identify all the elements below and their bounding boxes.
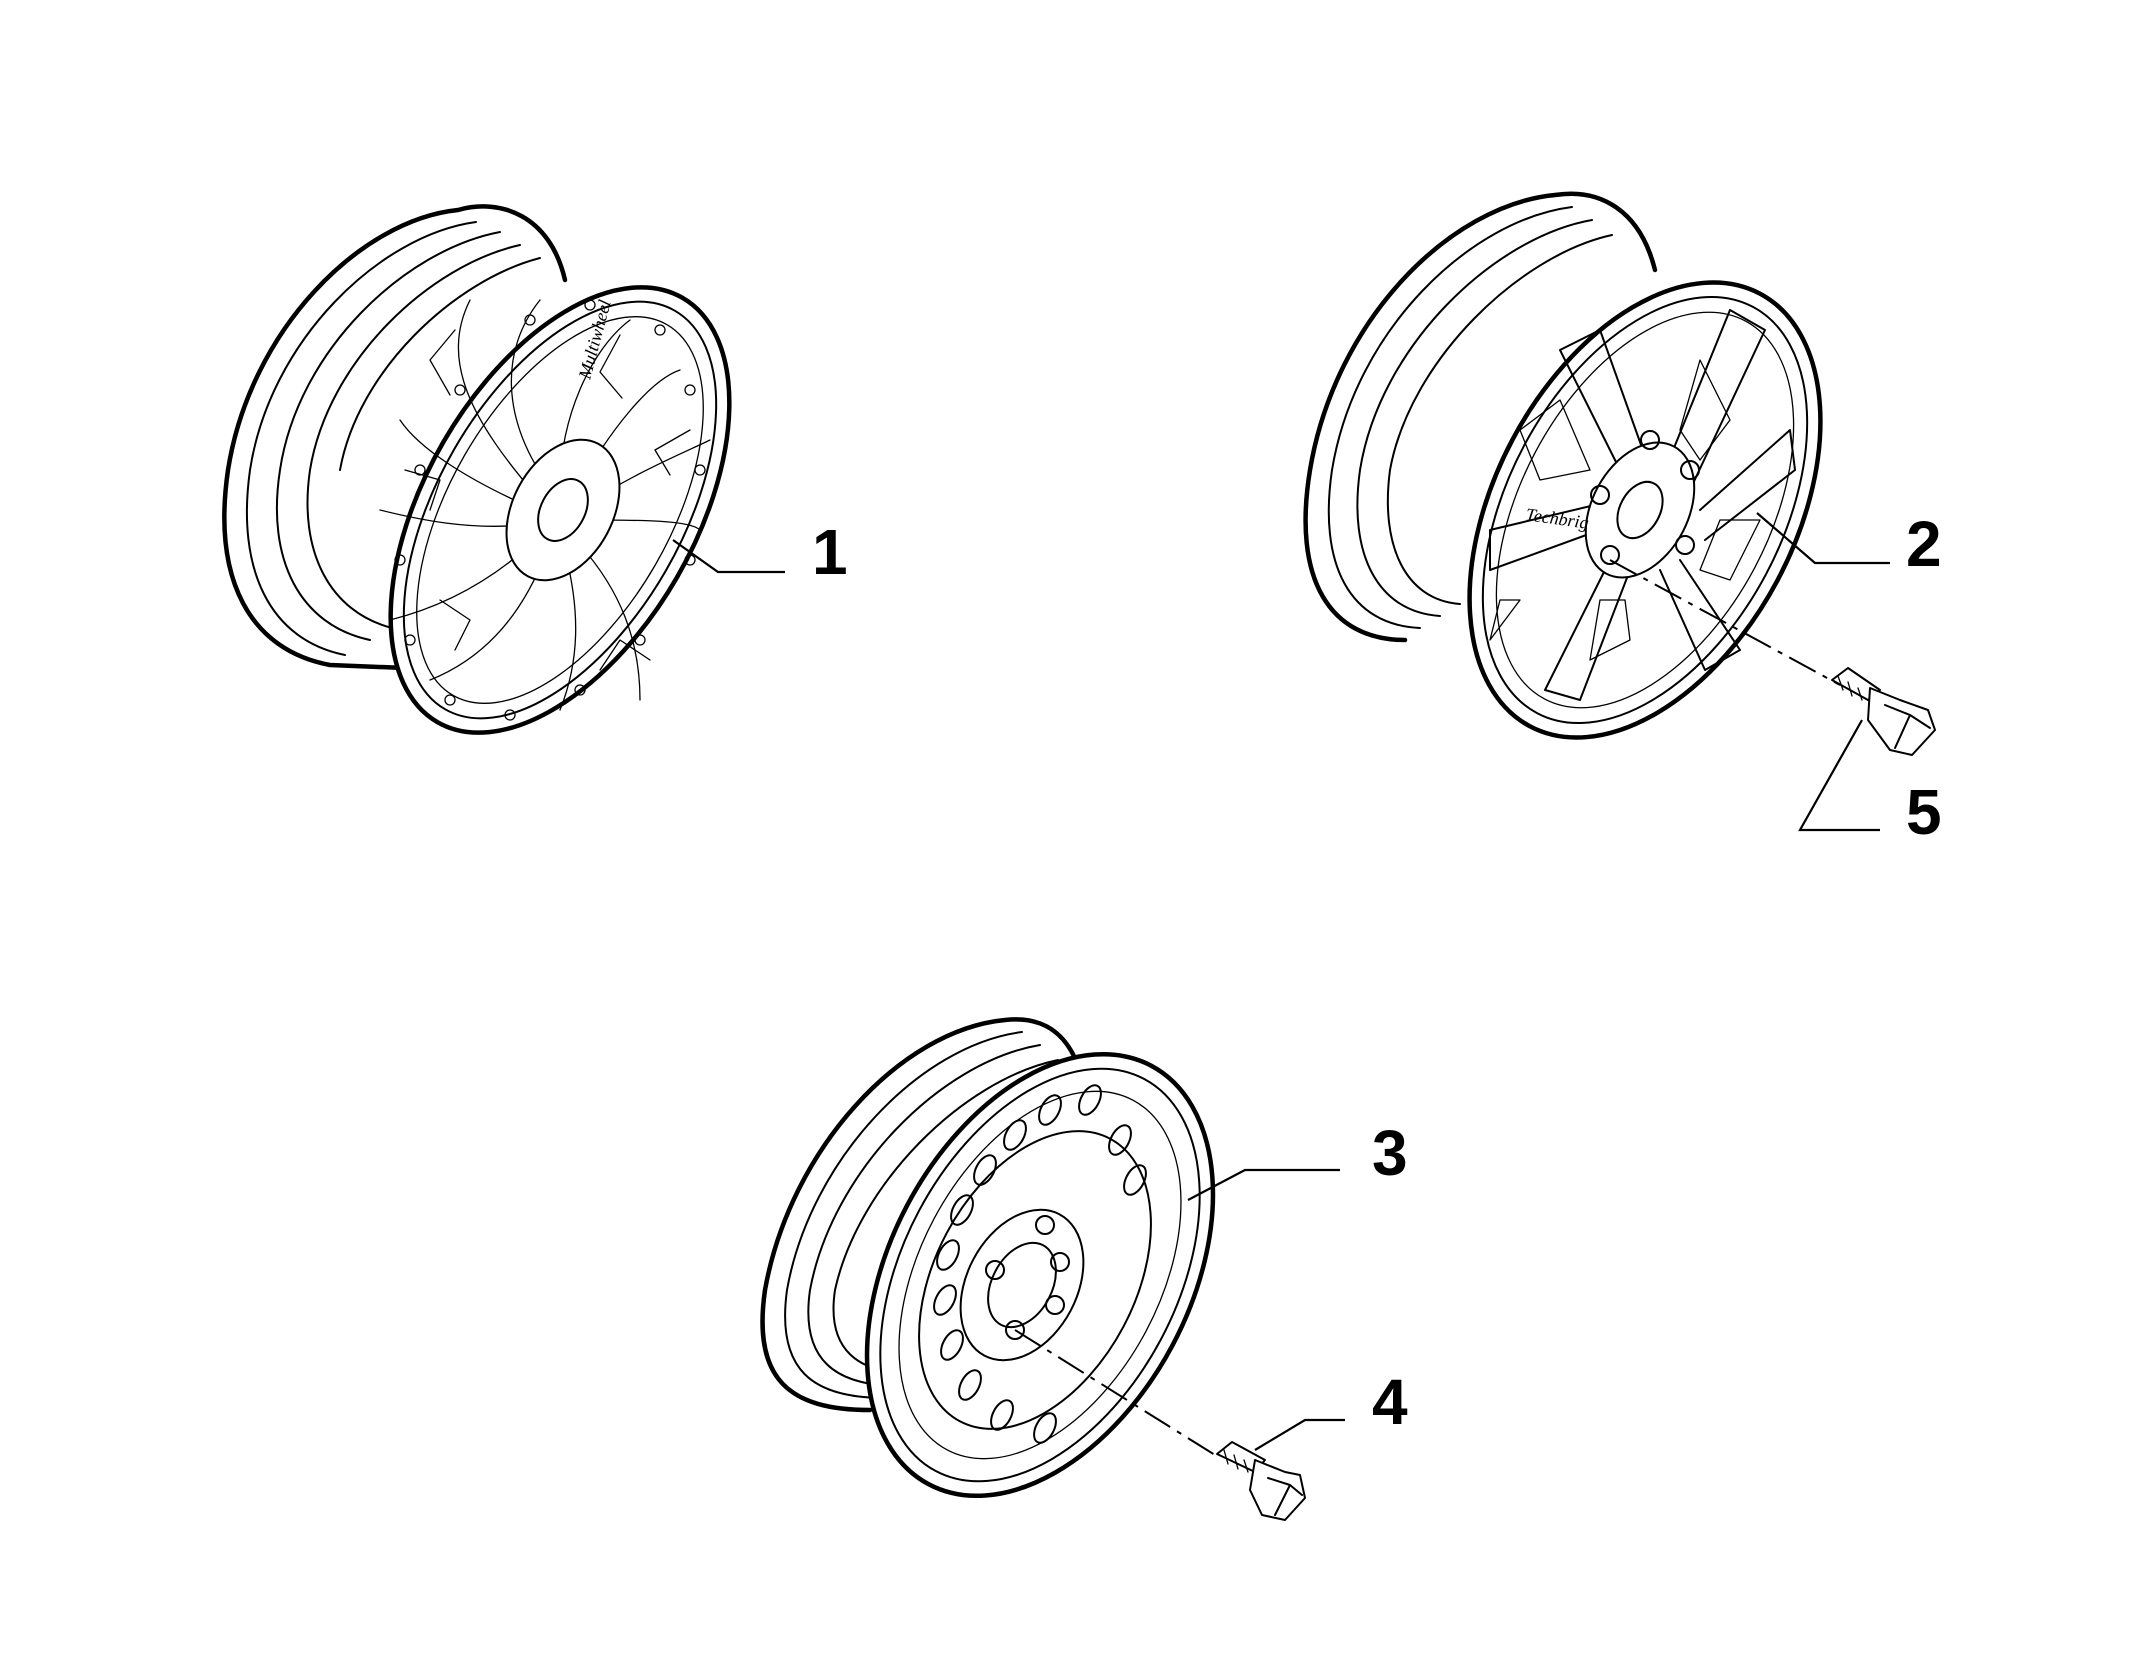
part-3-label: 3 (1372, 1117, 1408, 1189)
part-5-label: 5 (1906, 776, 1942, 848)
wheel-bolt-icon[interactable] (1216, 1441, 1306, 1521)
wheel-bolt-icon[interactable] (1831, 667, 1936, 756)
part-1-label: 1 (812, 516, 848, 588)
steel-wheel-icon[interactable] (760, 995, 1283, 1554)
alloy-wheel-spoke-icon[interactable]: Techbrig (1303, 191, 1893, 797)
alloy-wheel-multispoke-icon[interactable]: Multiwheel (222, 204, 799, 789)
part-2-label: 2 (1906, 508, 1942, 580)
part-4-label: 4 (1372, 1366, 1408, 1438)
